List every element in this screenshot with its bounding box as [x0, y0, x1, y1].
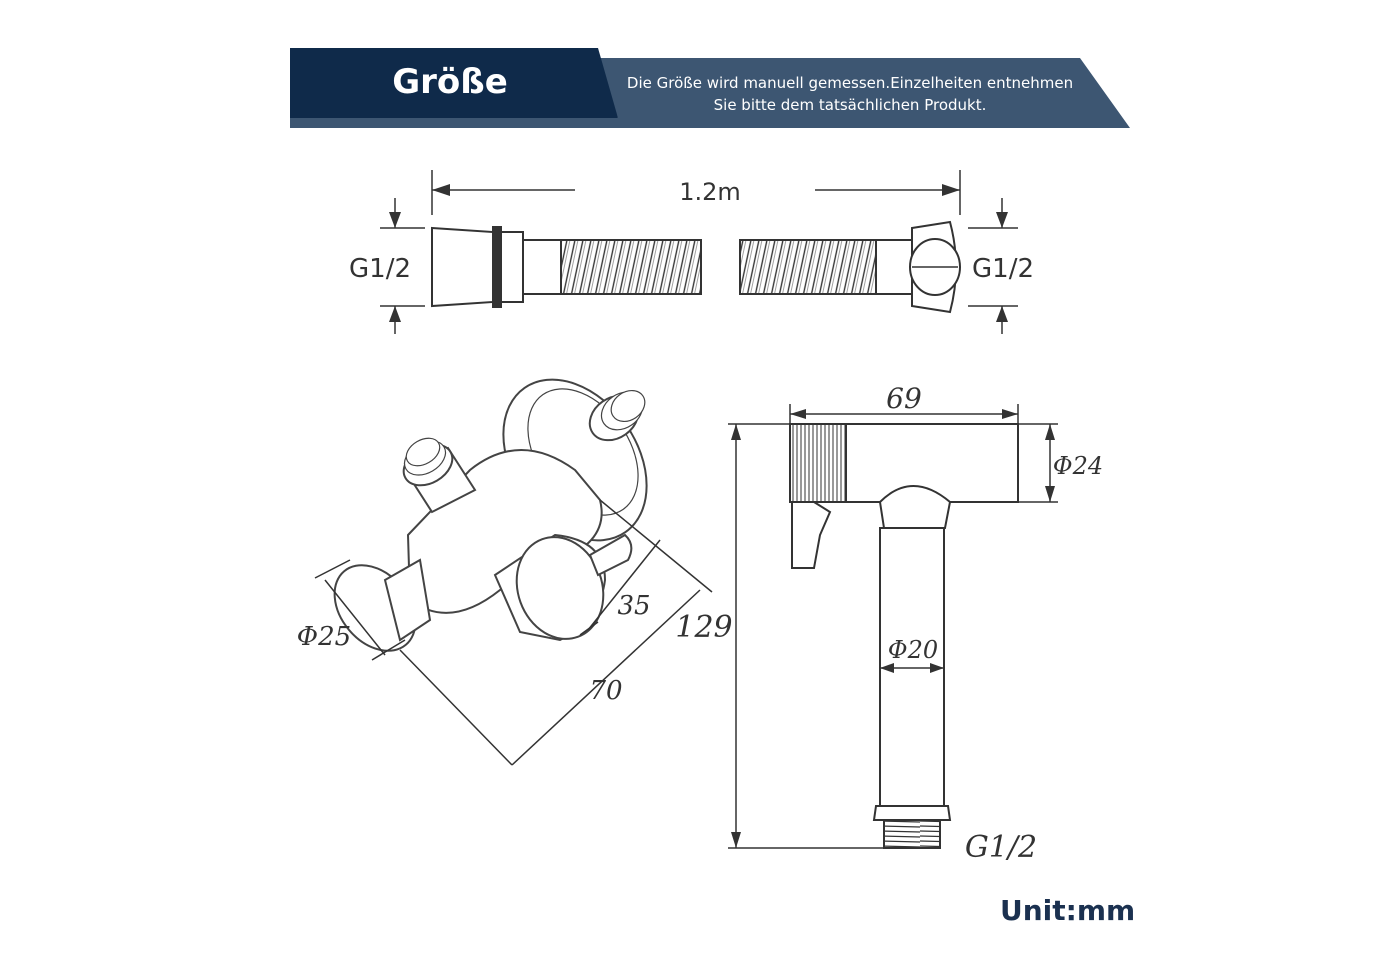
- banner-light-band: [290, 58, 1130, 128]
- hose-left-dim-arrow-bottom: [389, 306, 401, 322]
- hose-right-thread-label: G1/2: [972, 254, 1034, 284]
- sprayer-height-label: 129: [675, 610, 732, 645]
- sprayer-dim20-arrow-right: [930, 663, 944, 673]
- valve-length-label: 70: [589, 676, 622, 706]
- valve-dim25-ext-2: [371, 639, 406, 661]
- sprayer-dim69-arrow-right: [1002, 409, 1018, 419]
- sprayer-thread-label: G1/2: [965, 830, 1037, 865]
- sprayer-knurled-cap: [789, 423, 847, 503]
- hose-left-segment: [560, 239, 702, 295]
- valve-drawing: [333, 378, 648, 652]
- banner-dark-panel: [290, 48, 618, 118]
- banner-note: Die Größe wird manuell gemessen.Einzelhe…: [600, 72, 1100, 116]
- valve-dim70-ext-1: [399, 649, 513, 766]
- sprayer-width-label: 69: [886, 382, 922, 415]
- sprayer-stem-diameter-label: Φ20: [888, 636, 938, 664]
- header-banner: [290, 48, 1130, 128]
- valve-pin: [588, 533, 633, 577]
- sprayer-dim129-arrow-top: [731, 424, 741, 440]
- sprayer-trigger: [791, 501, 832, 569]
- sprayer-dim129-arrow-bottom: [731, 832, 741, 848]
- valve-dimensions: [314, 499, 713, 766]
- sprayer-dim24-arrow-top: [1045, 424, 1055, 440]
- sprayer-neck: [878, 485, 952, 529]
- hose-left-collar: [500, 231, 524, 303]
- hose-length-arrow-right: [942, 184, 960, 196]
- sprayer-dim20-arrow-left: [880, 663, 894, 673]
- hose-right-dim-arrow-top: [996, 212, 1008, 228]
- valve-depth-label: 35: [617, 591, 650, 621]
- valve-dim35-ext: [579, 621, 599, 636]
- hose-length-arrow-left: [432, 184, 450, 196]
- hose-drawing: [380, 170, 1018, 334]
- sprayer-dimensions: [728, 404, 1058, 849]
- valve-diameter-label: Φ25: [297, 622, 351, 652]
- banner-note-line-2: Sie bitte dem tatsächlichen Produkt.: [713, 96, 987, 114]
- valve-top-thread: [402, 437, 477, 514]
- hose-right-ferrule: [875, 239, 913, 295]
- hose-right-segment: [739, 239, 877, 295]
- banner-title: Größe: [392, 62, 508, 102]
- sprayer-collar: [872, 805, 952, 821]
- valve-dim70-line: [511, 589, 701, 766]
- hose-left-thread-label: G1/2: [349, 254, 411, 284]
- hose-length-label: 1.2m: [679, 178, 741, 206]
- valve-left-neck: [383, 558, 432, 642]
- unit-label: Unit:mm: [1000, 894, 1136, 927]
- valve-right-thread: [588, 389, 646, 442]
- hose-right-dim-arrow-bottom: [996, 306, 1008, 322]
- hose-left-ferrule: [522, 239, 562, 295]
- hose-left-ring: [492, 226, 502, 308]
- sprayer-thread: [883, 819, 941, 849]
- sprayer-head-diameter-label: Φ24: [1053, 452, 1103, 480]
- hose-left-nut: [431, 226, 494, 308]
- sprayer-dim24-arrow-bottom: [1045, 486, 1055, 502]
- sprayer-dim69-arrow-left: [790, 409, 806, 419]
- valve-dim25-line: [324, 579, 386, 656]
- valve-dim35-line: [587, 539, 661, 631]
- banner-note-line-1: Die Größe wird manuell gemessen.Einzelhe…: [626, 74, 1074, 92]
- hose-left-dim-arrow-top: [389, 212, 401, 228]
- valve-dim25-ext-1: [314, 559, 351, 579]
